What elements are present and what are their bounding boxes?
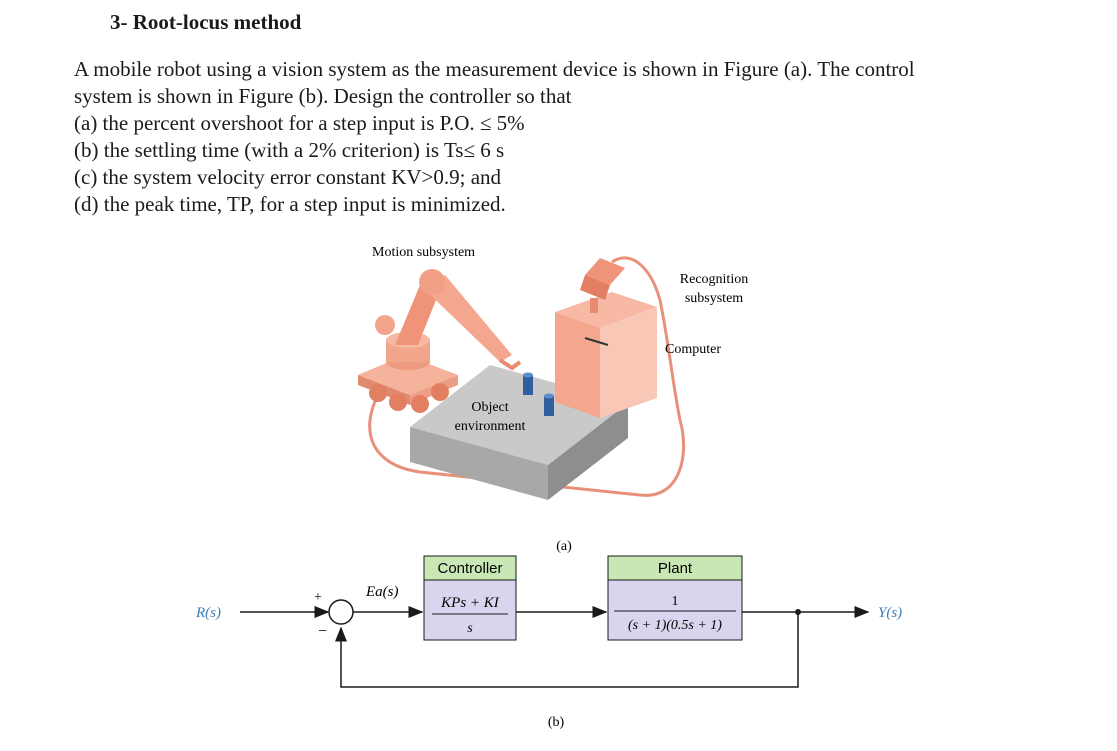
figure-a-illustration: Motion subsystem Recognition subsystem C… <box>358 245 748 554</box>
minus-sign: − <box>318 623 327 640</box>
requirement-c: (c) the system velocity error constant K… <box>74 165 502 189</box>
camera <box>580 258 625 313</box>
intro-line-2: system is shown in Figure (b). Design th… <box>74 84 572 108</box>
controller-title: Controller <box>437 560 502 577</box>
blue-objects <box>523 372 554 416</box>
section-heading: 3- Root-locus method <box>110 10 302 34</box>
problem-statement: A mobile robot using a vision system as … <box>74 56 1074 218</box>
requirement-a: (a) the percent overshoot for a step inp… <box>74 111 525 135</box>
plant-block: Plant 1 (s + 1)(0.5s + 1) <box>607 555 743 641</box>
recognition-label-2: subsystem <box>685 291 743 306</box>
intro-line-1: A mobile robot using a vision system as … <box>74 57 915 81</box>
summing-junction <box>328 599 354 625</box>
figure-a-caption: (a) <box>556 539 572 554</box>
plant-denominator: (s + 1)(0.5s + 1) <box>628 618 722 633</box>
error-label: Ea(s) <box>365 584 399 600</box>
requirement-b: (b) the settling time (with a 2% criteri… <box>74 138 505 162</box>
input-label: R(s) <box>195 605 221 621</box>
computer <box>555 292 657 418</box>
plant-numerator: 1 <box>672 594 679 609</box>
requirement-d: (d) the peak time, TP, for a step input … <box>74 192 506 216</box>
feedback-path <box>335 612 799 688</box>
robot <box>358 269 522 413</box>
plus-sign: + <box>314 590 322 605</box>
recognition-label-1: Recognition <box>680 272 748 287</box>
cable <box>368 256 686 497</box>
output-label: Y(s) <box>878 605 902 621</box>
object-label-1: Object <box>471 400 508 415</box>
object-label-2: environment <box>455 419 526 434</box>
controller-block: Controller KPs + KI s <box>423 555 517 641</box>
computer-label: Computer <box>665 342 721 357</box>
figure-b-caption: (b) <box>548 715 565 730</box>
figure-b-block-diagram: Controller KPs + KI s Plant 1 (s + 1)(0.… <box>195 555 902 730</box>
motion-subsystem-label: Motion subsystem <box>372 245 475 260</box>
controller-denominator: s <box>467 621 473 636</box>
plant-title: Plant <box>658 560 693 577</box>
controller-numerator: KPs + KI <box>440 595 500 611</box>
